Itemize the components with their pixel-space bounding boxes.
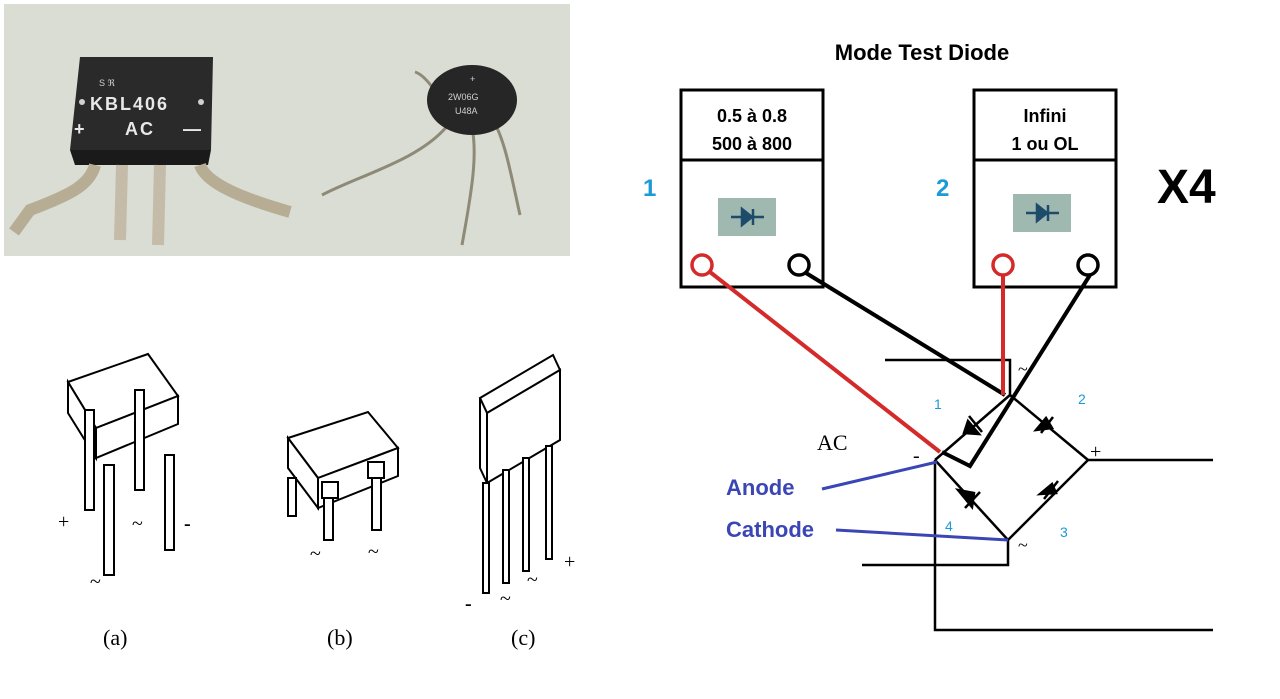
meter-1-red-probe-wire xyxy=(708,270,942,454)
meter-2-reading-line2: 1 ou OL xyxy=(1012,134,1079,154)
drawing-a-caption: (a) xyxy=(103,625,127,650)
drawing-c-tilde-2: ~ xyxy=(527,569,538,591)
anode-pointer xyxy=(821,460,938,491)
meter-1-reading-line1: 0.5 à 0.8 xyxy=(717,106,787,126)
round-code2: U48A xyxy=(455,106,478,116)
package-drawing-a xyxy=(66,352,180,576)
multiplier-label: X4 xyxy=(1157,161,1216,214)
bridge-leg xyxy=(9,163,101,236)
meter-1-reading-line2: 500 à 800 xyxy=(712,134,792,154)
bridge-plus-label: + xyxy=(1090,441,1101,463)
diode-2-number: 2 xyxy=(1078,391,1086,407)
bridge-leg xyxy=(114,164,128,241)
multimeter-2: Infini 1 ou OL xyxy=(972,88,1118,289)
bridge-leg xyxy=(152,164,166,246)
ac-bottom-wire xyxy=(862,540,1010,567)
bridge-body xyxy=(70,57,213,150)
drawing-c-tilde-1: ~ xyxy=(500,588,511,610)
meter-1-red-jack xyxy=(690,253,714,277)
diode-3 xyxy=(1036,480,1059,500)
drawing-a-plus: + xyxy=(58,511,69,533)
meter-2-black-probe-wire xyxy=(941,273,1092,469)
component-photo: S ℜ KBL406 + AC — + 2W06G U48A xyxy=(4,4,570,256)
bridge-plus-mark: + xyxy=(74,119,87,139)
round-plus-mark: + xyxy=(470,74,475,84)
drawing-c-caption: (c) xyxy=(511,625,535,650)
drawing-a-tilde-mid: ~ xyxy=(132,513,143,535)
bridge-rectifier-photo: S ℜ KBL406 + AC — xyxy=(9,57,292,246)
meter-1-number: 1 xyxy=(643,175,656,202)
diode-1 xyxy=(962,415,983,436)
drawing-b-caption: (b) xyxy=(327,625,353,650)
meter-1-black-jack xyxy=(787,253,811,277)
ac-label: AC xyxy=(817,430,848,455)
meter-2-red-jack xyxy=(991,253,1015,277)
package-drawing-b xyxy=(286,410,400,541)
diagram-title: Mode Test Diode xyxy=(835,40,1009,65)
diode-4-number: 4 xyxy=(945,518,953,534)
anode-label: Anode xyxy=(726,475,794,500)
bridge-ac-mark: AC xyxy=(125,119,155,139)
cathode-label: Cathode xyxy=(726,517,814,542)
drawing-c-plus: + xyxy=(564,551,575,573)
meter-1-black-probe-wire xyxy=(804,271,1007,397)
round-code: 2W06G xyxy=(448,92,479,102)
drawing-b-tilde-left: ~ xyxy=(310,543,321,565)
drawing-b-tilde-right: ~ xyxy=(368,541,379,563)
package-drawing-c xyxy=(478,353,562,594)
diode-4 xyxy=(954,488,981,510)
logo-mark: S ℜ xyxy=(99,78,116,88)
diode-1-number: 1 xyxy=(934,396,942,412)
meter-2-black-jack xyxy=(1076,253,1100,277)
diode-3-number: 3 xyxy=(1060,524,1068,540)
round-bridge-photo: + 2W06G U48A xyxy=(321,65,522,246)
drawing-a-minus: - xyxy=(184,513,191,535)
bridge-marking: KBL406 xyxy=(90,94,169,114)
bridge-minus-label: - xyxy=(913,445,920,467)
ac-top-wire xyxy=(885,358,1012,395)
cathode-pointer xyxy=(835,528,1009,542)
bridge-leg xyxy=(194,162,292,218)
minus-output-wire xyxy=(933,460,1213,632)
meter-2-number: 2 xyxy=(936,175,949,202)
diode-2 xyxy=(1033,415,1055,434)
multimeter-1: 0.5 à 0.8 500 à 800 xyxy=(679,88,825,289)
meter-2-reading-line1: Infini xyxy=(1024,106,1067,126)
bridge-minus-mark: — xyxy=(183,119,203,139)
bridge-tilde-bottom: ~ xyxy=(1018,535,1028,555)
drawing-a-tilde-low: ~ xyxy=(90,571,101,593)
bridge-tilde-top: ~ xyxy=(1018,359,1028,379)
drawing-c-minus: - xyxy=(465,593,472,615)
round-bridge-body xyxy=(427,65,517,135)
